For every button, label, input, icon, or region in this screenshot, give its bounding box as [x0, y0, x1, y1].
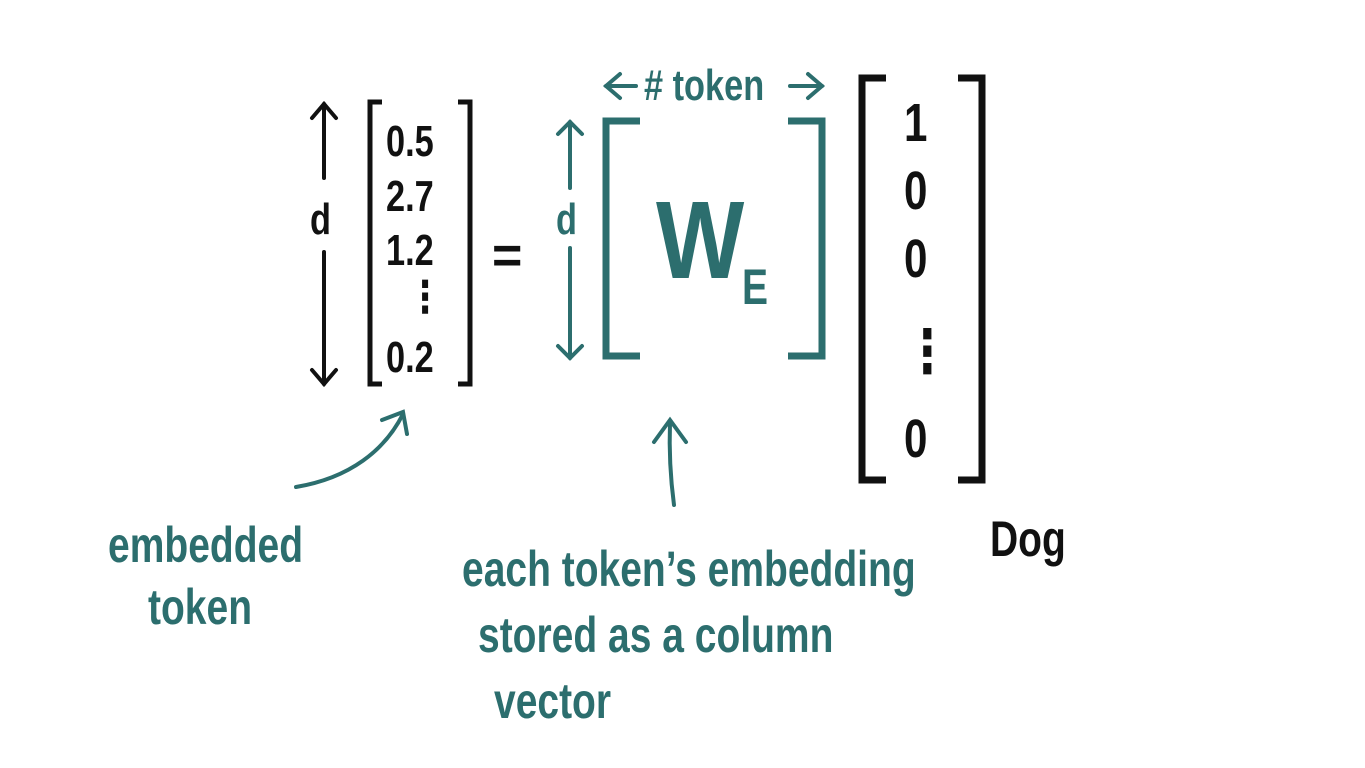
matrix-brackets [602, 117, 826, 360]
column-note-line: vector [494, 673, 612, 729]
vector-entry: 0.2 [386, 333, 434, 382]
column-note-pointer [652, 416, 688, 507]
left-vector-brackets [367, 99, 473, 387]
left-dimension-label: d [310, 195, 331, 244]
equals-sign: = [492, 227, 523, 285]
column-note-line: each token’s embedding [462, 541, 916, 597]
embedded-token-label-line: embedded [108, 517, 304, 573]
token-caption: Dog [990, 511, 1066, 567]
matrix-subscript: E [742, 259, 769, 315]
matrix-width-arrow [602, 72, 826, 100]
vector-entry: ⋮ [408, 273, 443, 322]
embedded-token-label-line: token [148, 579, 253, 635]
one-hot-entry: 0 [904, 409, 928, 469]
column-note-line: stored as a column [478, 607, 834, 663]
embedded-token-pointer [294, 409, 409, 489]
one-hot-brackets [858, 74, 986, 484]
one-hot-entry: 0 [904, 229, 928, 289]
vector-entry: 1.2 [386, 226, 434, 275]
matrix-width-label: # token [644, 61, 765, 110]
vector-entry: 0.5 [386, 117, 434, 166]
matrix-dimension-arrow [556, 119, 584, 361]
one-hot-entry: 0 [904, 161, 928, 221]
vector-entry: 2.7 [386, 172, 434, 221]
one-hot-entry: ⋮ [904, 318, 951, 385]
matrix-symbol: W [656, 179, 745, 302]
matrix-dimension-label: d [556, 195, 577, 244]
left-dimension-arrow [310, 100, 338, 388]
one-hot-entry: 1 [904, 93, 928, 153]
